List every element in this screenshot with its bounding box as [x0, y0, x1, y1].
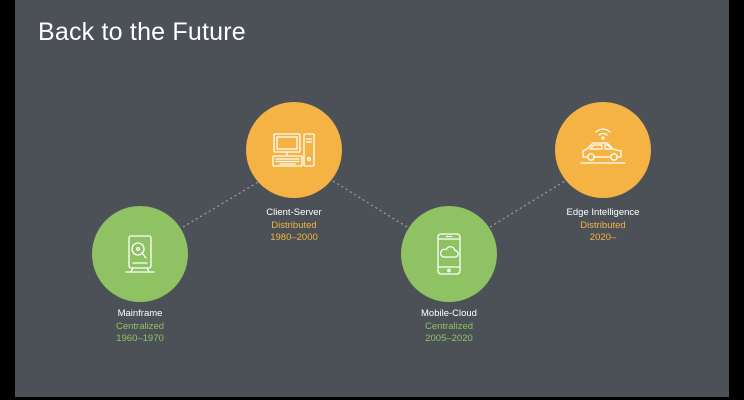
era-period: 1980–2000 [270, 232, 318, 243]
desktop-computer-icon [272, 133, 315, 167]
era-model: Centralized [424, 320, 474, 332]
era-model: Distributed [580, 219, 626, 231]
label-mobile-cloud: Mobile-Cloud Centralized 2005–2020 [369, 308, 529, 346]
era-name: Mobile-Cloud [421, 308, 477, 319]
era-name: Edge Intelligence [566, 207, 640, 218]
era-name: Mainframe [117, 308, 163, 319]
label-client-server: Client-Server Distributed 1980–2000 [214, 207, 374, 245]
label-mainframe: Mainframe Centralized 1960–1970 [60, 308, 220, 346]
node-client-server [246, 102, 342, 198]
era-period: 1960–1970 [116, 333, 164, 344]
era-period: 2005–2020 [425, 333, 473, 344]
era-model: Centralized [115, 320, 165, 332]
connected-car-icon [580, 128, 626, 164]
node-mainframe [92, 206, 188, 302]
smartphone-cloud-icon [437, 233, 461, 275]
era-period: 2020– [589, 232, 617, 243]
server-disk-icon [125, 235, 155, 273]
slide-title: Back to the Future [38, 18, 246, 46]
era-name: Client-Server [266, 207, 322, 218]
slide: Back to the Future Mainframe Centralized… [15, 0, 729, 397]
label-edge-intelligence: Edge Intelligence Distributed 2020– [523, 207, 683, 245]
node-mobile-cloud [401, 206, 497, 302]
era-model: Distributed [271, 219, 317, 231]
node-edge-intelligence [555, 102, 651, 198]
